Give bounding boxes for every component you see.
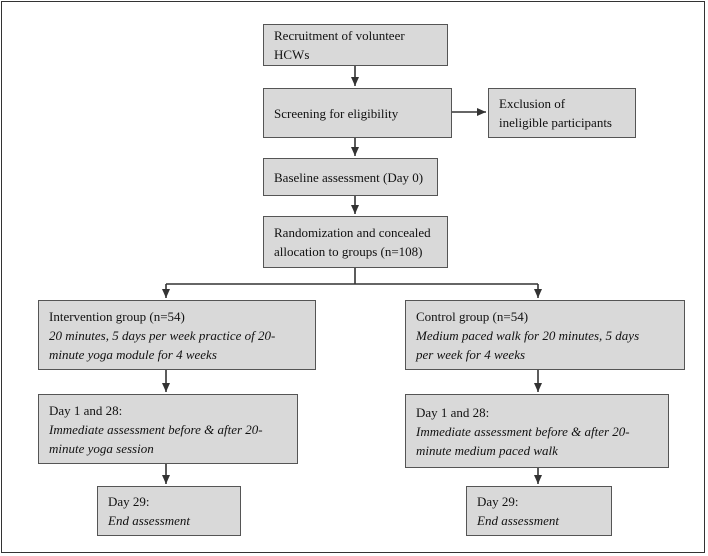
intervention-day29-box: Day 29: End assessment [97, 486, 241, 536]
exclusion-box: Exclusion of ineligible participants [488, 88, 636, 138]
control-group-desc-line2: per week for 4 weeks [416, 346, 526, 362]
screening-text: Screening for eligibility [274, 105, 399, 121]
screening-box: Screening for eligibility [263, 88, 452, 138]
control-day1-28-desc-line1: Immediate assessment before & after 20- [416, 423, 630, 439]
control-group-title: Control group (n=54) [416, 308, 529, 324]
intervention-day29-title: Day 29: [108, 494, 150, 509]
recruitment-box: Recruitment of volunteer HCWs [263, 24, 448, 66]
intervention-group-desc-line1: 20 minutes, 5 days per week practice of … [49, 327, 276, 343]
intervention-day1-28-desc-line2: minute yoga session [49, 440, 154, 456]
control-day29-title: Day 29: [477, 494, 519, 509]
control-day1-28-desc-line2: minute medium paced walk [416, 442, 558, 458]
intervention-group-title: Intervention group (n=54) [49, 308, 185, 324]
randomization-line2: allocation to groups (n=108) [274, 244, 423, 259]
control-day1-28-title: Day 1 and 28: [416, 404, 490, 420]
intervention-day1-28-box: Day 1 and 28: Immediate assessment befor… [38, 394, 298, 464]
baseline-box: Baseline assessment (Day 0) [263, 158, 438, 196]
baseline-text: Baseline assessment (Day 0) [274, 169, 424, 185]
randomization-box: Randomization and concealed allocation t… [263, 216, 448, 268]
intervention-day29-desc: End assessment [108, 513, 190, 528]
randomization-line1: Randomization and concealed [274, 225, 431, 240]
intervention-day1-28-title: Day 1 and 28: [49, 402, 123, 418]
exclusion-line1: Exclusion of [499, 96, 566, 111]
intervention-day1-28-desc-line1: Immediate assessment before & after 20- [49, 421, 263, 437]
recruitment-text: Recruitment of volunteer HCWs [274, 28, 405, 62]
control-day1-28-box: Day 1 and 28: Immediate assessment befor… [405, 394, 669, 468]
control-day29-desc: End assessment [477, 513, 559, 528]
control-day29-box: Day 29: End assessment [466, 486, 612, 536]
exclusion-line2: ineligible participants [499, 115, 612, 130]
control-group-box: Control group (n=54) Medium paced walk f… [405, 300, 685, 370]
intervention-group-desc-line2: minute yoga module for 4 weeks [49, 346, 217, 362]
intervention-group-box: Intervention group (n=54) 20 minutes, 5 … [38, 300, 316, 370]
control-group-desc-line1: Medium paced walk for 20 minutes, 5 days [416, 327, 640, 343]
